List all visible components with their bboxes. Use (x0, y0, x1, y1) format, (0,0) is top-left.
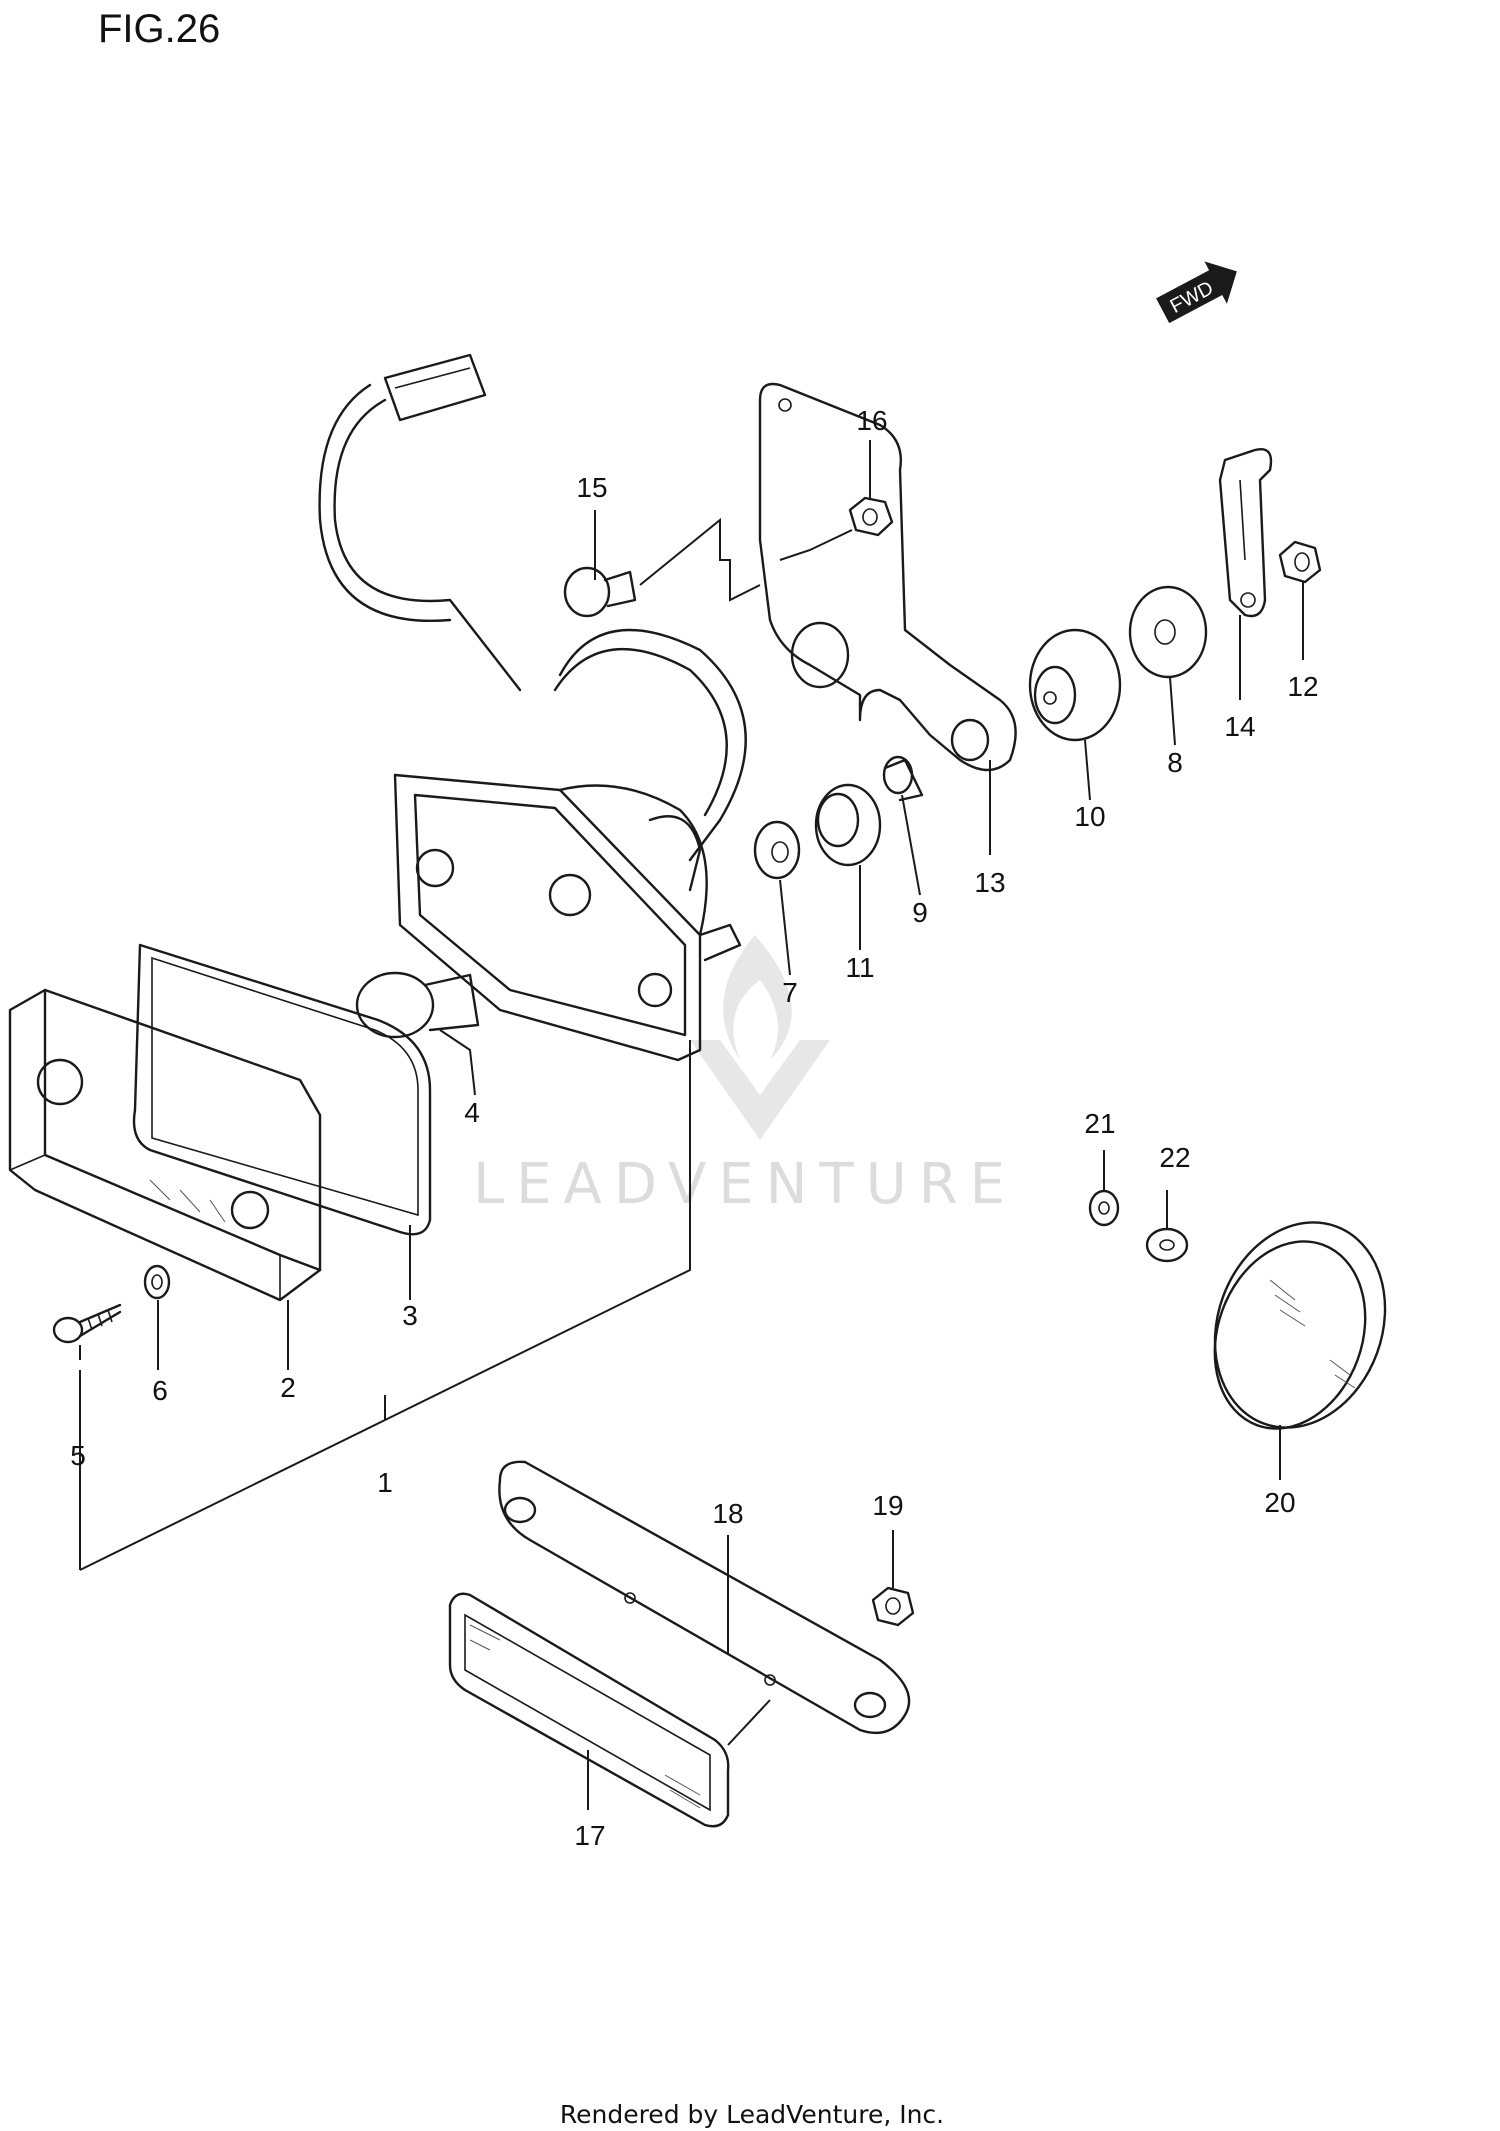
callout-5: 5 (70, 1440, 86, 1471)
washer-6 (143, 1264, 171, 1300)
screw (52, 1303, 122, 1344)
lens (8, 988, 322, 1302)
callout-22: 22 (1159, 1142, 1190, 1173)
bracket-18 (498, 1460, 911, 1735)
callout-9: 9 (912, 897, 928, 928)
leader-lines (79, 440, 1304, 1810)
rect-reflector (448, 1592, 771, 1828)
callout-7: 7 (782, 977, 798, 1008)
callout-11: 11 (845, 952, 874, 983)
bracket-14 (1218, 448, 1273, 618)
callout-17: 17 (574, 1820, 605, 1851)
footer-credit: Rendered by LeadVenture, Inc. (560, 2100, 944, 2129)
nut-16 (779, 496, 894, 561)
callout-21: 21 (1084, 1108, 1115, 1139)
callout-18: 18 (712, 1498, 743, 1529)
callout-16: 16 (856, 405, 887, 436)
washer-7 (753, 820, 801, 880)
bracket-13 (758, 382, 1017, 772)
callout-1: 1 (377, 1467, 393, 1498)
washer-8 (1128, 585, 1208, 679)
nut-19 (871, 1586, 915, 1627)
bulb (355, 971, 480, 1039)
washer-21 (1088, 1189, 1120, 1227)
callout-8: 8 (1167, 747, 1183, 778)
grommet-10 (1028, 628, 1122, 742)
fwd-arrow-icon: FWD (1156, 261, 1237, 324)
callout-19: 19 (872, 1490, 903, 1521)
nut-12 (1278, 540, 1322, 584)
callout-14: 14 (1224, 711, 1255, 742)
callout-12: 12 (1287, 671, 1318, 702)
figure-label: FIG.26 (98, 7, 220, 51)
collar-9 (882, 755, 924, 802)
lamp-housing (393, 773, 742, 1062)
wire-harness (318, 353, 747, 862)
round-reflector (1213, 1221, 1387, 1430)
watermark-text: LEADVENTURE (473, 1152, 1017, 1217)
callout-13: 13 (974, 867, 1005, 898)
watermark-logo (690, 935, 830, 1140)
gasket (132, 943, 432, 1236)
callout-15: 15 (576, 472, 607, 503)
callout-4: 4 (464, 1097, 480, 1128)
bolt-15 (563, 517, 761, 618)
washer-22 (1145, 1227, 1189, 1263)
callout-10: 10 (1074, 801, 1105, 832)
callout-20: 20 (1264, 1487, 1295, 1518)
callout-2: 2 (280, 1372, 296, 1403)
callout-6: 6 (152, 1375, 168, 1406)
callout-3: 3 (402, 1300, 418, 1331)
grommet-11 (814, 783, 882, 867)
